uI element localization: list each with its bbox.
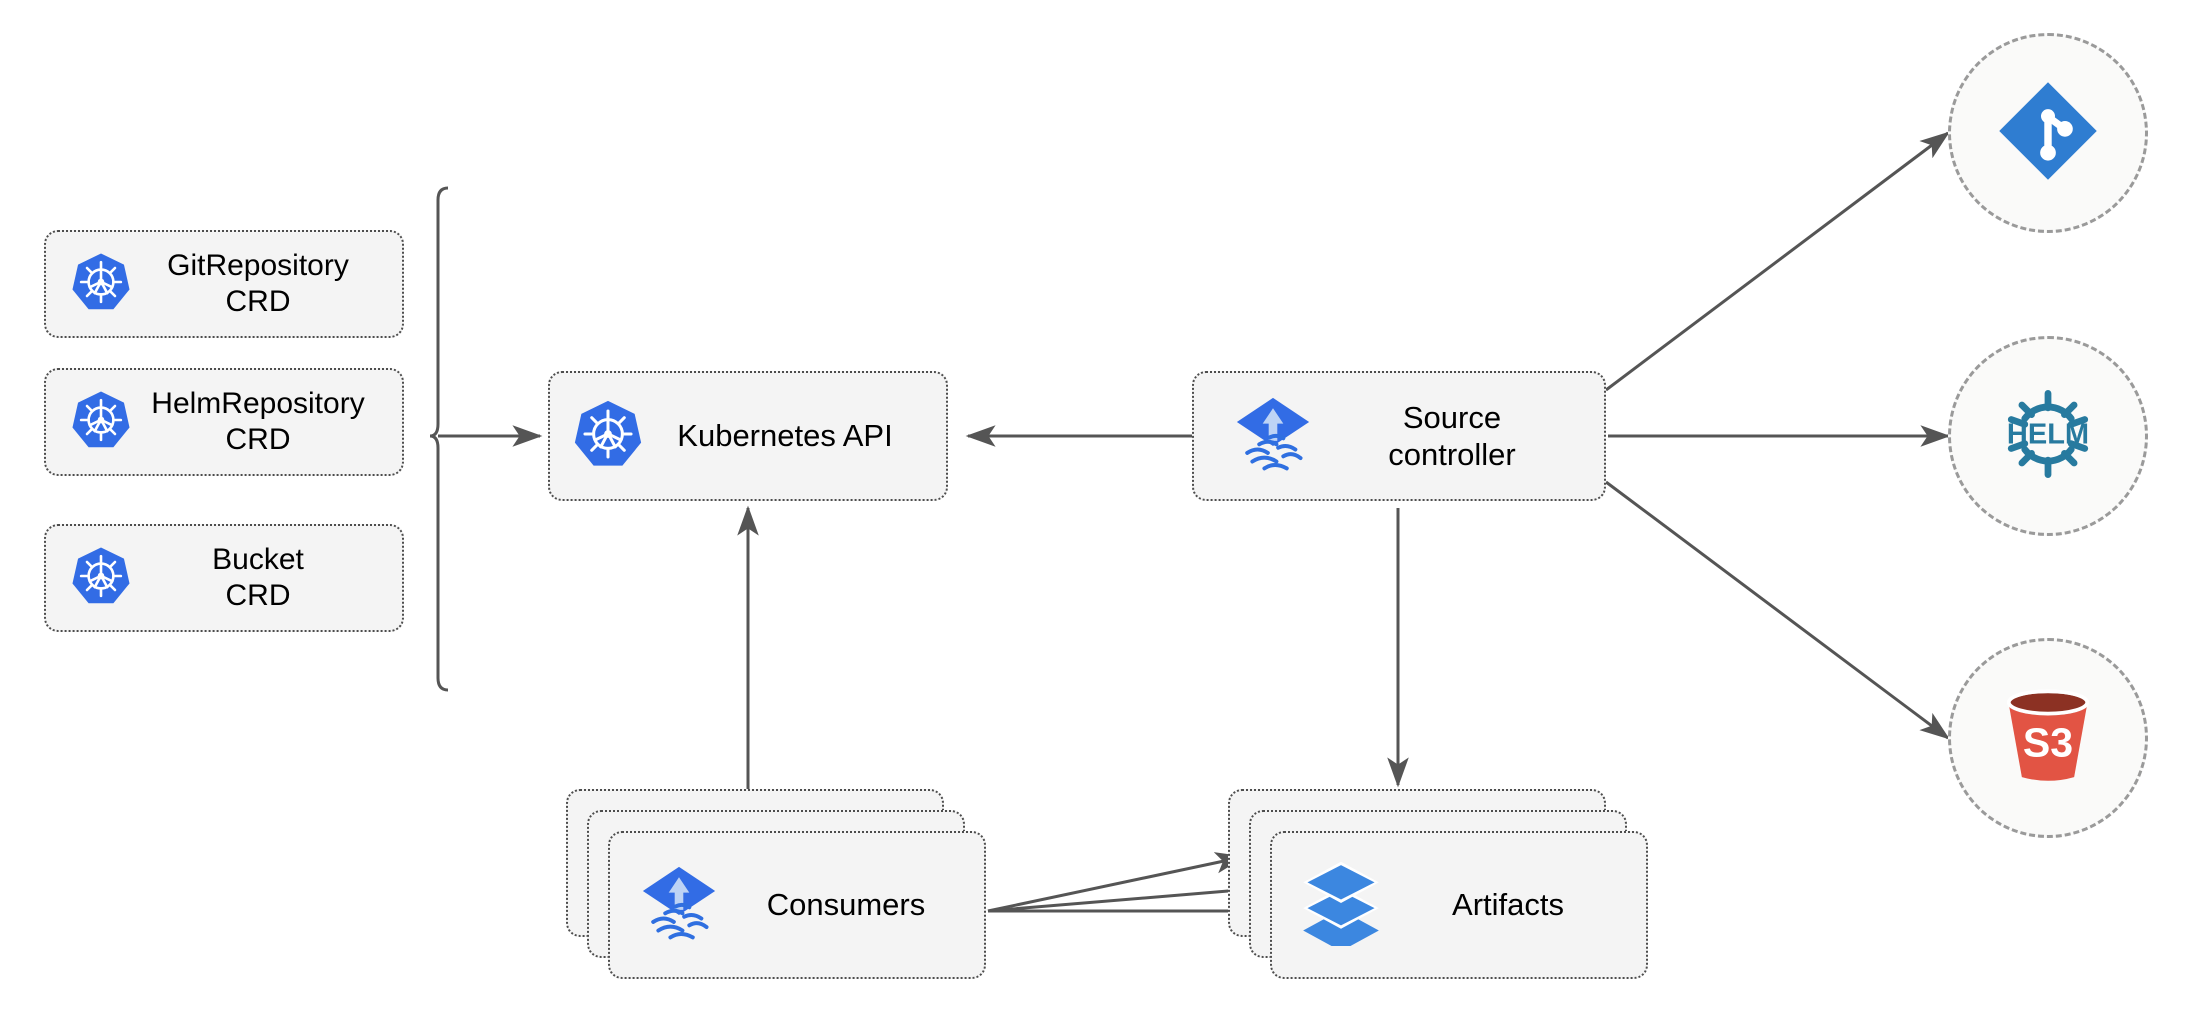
git-endpoint[interactable]: [1948, 33, 2148, 233]
kubernetes-icon: [70, 389, 132, 456]
artifacts-label: Artifacts: [1452, 887, 1564, 922]
crd-helmrepository[interactable]: HelmRepository CRD: [44, 368, 404, 476]
crd-helmrepository-label: HelmRepository CRD: [151, 387, 365, 456]
kubernetes-icon: [70, 251, 132, 318]
s3-endpoint[interactable]: S3: [1948, 638, 2148, 838]
crd-gitrepository[interactable]: GitRepository CRD: [44, 230, 404, 338]
kubernetes-api-node[interactable]: Kubernetes API: [548, 371, 948, 501]
edge-consumers-to-artifacts-1: [987, 852, 1246, 913]
crd-bracket: [429, 186, 543, 692]
s3-label: S3: [2023, 719, 2073, 765]
kubernetes-icon: [572, 398, 644, 475]
artifacts-node[interactable]: Artifacts: [1228, 789, 1648, 979]
source-controller-node[interactable]: Source controller: [1192, 371, 1606, 501]
edge-source-controller-to-s3: [1605, 480, 1950, 740]
layers-icon: [1298, 860, 1384, 951]
kubernetes-icon: [70, 545, 132, 612]
crd-bucket-label: Bucket CRD: [212, 543, 304, 612]
git-icon: [1995, 78, 2101, 189]
helm-endpoint[interactable]: HELM: [1948, 336, 2148, 536]
helm-icon: HELM: [1990, 376, 2106, 497]
edge-consumers-to-artifacts-2: [987, 879, 1267, 913]
consumers-card-front[interactable]: Consumers: [608, 831, 986, 979]
crd-bucket[interactable]: Bucket CRD: [44, 524, 404, 632]
consumers-label: Consumers: [766, 887, 926, 922]
edge-source-controller-to-git: [1605, 131, 1950, 392]
s3-bucket-icon: S3: [1992, 680, 2104, 797]
consumers-node[interactable]: Consumers: [566, 789, 986, 979]
artifacts-card-front[interactable]: Artifacts: [1270, 831, 1648, 979]
crd-gitrepository-label: GitRepository CRD: [167, 249, 349, 318]
kubernetes-api-label: Kubernetes API: [677, 418, 893, 454]
helm-label: HELM: [2007, 418, 2089, 450]
source-controller-label: Source controller: [1388, 399, 1516, 472]
flux-icon: [1230, 391, 1316, 482]
flux-icon: [636, 860, 722, 951]
